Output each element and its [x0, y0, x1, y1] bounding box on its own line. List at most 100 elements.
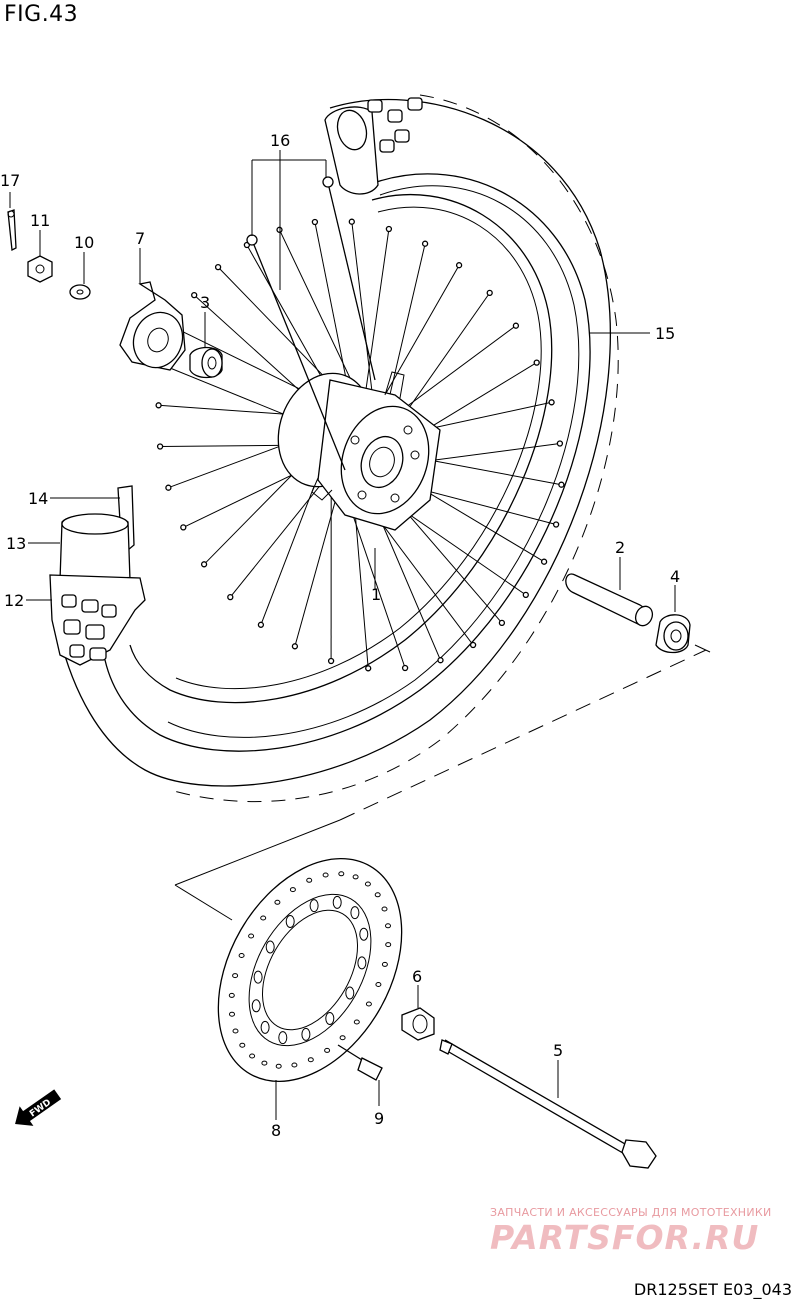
spoke-nipple: [552, 521, 560, 528]
spoke-nipple: [548, 399, 555, 406]
spoke-nipple: [486, 289, 493, 297]
figure-code: DR125SET E03_043: [633, 1280, 792, 1299]
bearing-left: [189, 346, 223, 379]
watermark-subtitle: ЗАПЧАСТИ И АКСЕССУАРЫ ДЛЯ МОТОТЕХНИКИ: [490, 1206, 772, 1219]
disc-bolt: [337, 1044, 383, 1081]
disc-vent-hole: [275, 1063, 282, 1069]
disc-slot: [285, 915, 295, 928]
callout-5: 5: [553, 1041, 563, 1060]
callout-3: 3: [200, 293, 210, 312]
spoke-nipple: [257, 621, 265, 628]
spacer: [565, 573, 654, 627]
front-axle: [439, 1039, 657, 1169]
callout-13: 13: [6, 534, 26, 553]
callout-1: 1: [371, 585, 381, 604]
disc-vent-hole: [249, 1053, 256, 1059]
callout-11: 11: [30, 211, 50, 230]
disc-vent-hole: [365, 1001, 372, 1007]
spoke-nipple: [365, 665, 372, 672]
spoke-nipple: [522, 591, 529, 599]
callout-14: 14: [28, 489, 48, 508]
disc-slot: [359, 927, 369, 941]
disc-vent-hole: [239, 1042, 246, 1048]
disc-vent-hole: [289, 887, 296, 893]
brake-disc: [217, 857, 403, 1083]
spoke: [294, 475, 343, 647]
disc-slot: [278, 1031, 288, 1045]
washer: [69, 284, 91, 300]
explode-lines: [174, 644, 711, 921]
spoke-nipple: [558, 481, 565, 488]
disc-vent-hole: [385, 923, 391, 929]
disc-vent-hole: [322, 872, 329, 878]
spoke-nipple: [214, 263, 222, 271]
callouts: 1 2 3 4 5 6 7 8 9 10 11 12 13 14 15 16 1…: [0, 131, 680, 1140]
spoke-nipple: [498, 619, 506, 627]
callout-8: 8: [271, 1121, 281, 1140]
watermark-brand: PARTSFOR.RU: [490, 1218, 760, 1257]
disc-vent-hole: [274, 899, 281, 905]
disc-vent-hole: [364, 881, 371, 887]
callout-4: 4: [670, 567, 680, 586]
disc-vent-hole: [248, 933, 255, 939]
spoke-nipple: [311, 218, 319, 226]
disc-slot: [350, 906, 360, 920]
disc-vent-hole: [229, 1011, 235, 1017]
disc-vent-hole: [306, 877, 313, 883]
axle-nut: [27, 255, 53, 283]
spoke-nipple: [348, 218, 355, 225]
spoke-nipple: [540, 558, 548, 565]
disc-vent-hole: [238, 953, 245, 958]
disc-vent-hole: [260, 915, 267, 921]
disc-slot: [345, 986, 355, 1000]
disc-vent-hole: [374, 892, 381, 898]
disc-slot: [309, 899, 319, 913]
disc-vent-hole: [353, 1019, 360, 1025]
spoke-nipple: [512, 322, 520, 329]
disc-slot: [332, 895, 342, 909]
callout-9: 9: [374, 1109, 384, 1128]
spoke-nipple: [156, 443, 164, 450]
callout-17: 17: [0, 171, 20, 190]
speedometer-gearbox: [119, 281, 186, 371]
spoke-nipple: [327, 657, 335, 665]
spoke-nipple: [200, 561, 208, 568]
spoke-nipple: [455, 262, 463, 269]
figure-title: FIG.43: [4, 2, 79, 27]
tire: [57, 94, 619, 802]
spoke-nipple: [165, 484, 172, 491]
spoke-nipple: [469, 641, 477, 649]
rim-lock-assembly: [49, 485, 146, 666]
disc-vent-hole: [291, 1062, 298, 1068]
disc-vent-hole: [375, 982, 382, 987]
callout-7: 7: [135, 229, 145, 248]
callout-2: 2: [615, 538, 625, 557]
callout-12: 12: [4, 591, 24, 610]
callout-15: 15: [655, 324, 675, 343]
disc-slot: [301, 1027, 311, 1041]
cotter-pin: [7, 209, 17, 252]
disc-slot: [260, 1020, 270, 1034]
disc-vent-hole: [381, 906, 388, 912]
spoke-nipple: [421, 240, 429, 247]
spoke: [351, 221, 377, 423]
disc-vent-hole: [232, 1028, 239, 1034]
disc-vent-hole: [232, 973, 239, 979]
spoke-nipple: [291, 643, 299, 650]
disc-vent-hole: [261, 1060, 268, 1066]
callout-10: 10: [74, 233, 94, 252]
disc-vent-hole: [324, 1047, 331, 1053]
spoke: [362, 228, 390, 413]
spoke-nipple: [437, 657, 444, 664]
disc-slot: [251, 999, 261, 1013]
disc-vent-hole: [338, 871, 345, 877]
spoke-nipple: [385, 225, 393, 233]
spoke-nipple: [556, 440, 564, 447]
disc-vent-hole: [339, 1035, 346, 1041]
disc-slot: [357, 956, 367, 970]
leader-lines: [9, 150, 676, 1120]
spoke-nipple: [191, 291, 198, 299]
rim: [129, 193, 553, 704]
hub: [277, 371, 441, 531]
collar: [401, 1007, 435, 1041]
